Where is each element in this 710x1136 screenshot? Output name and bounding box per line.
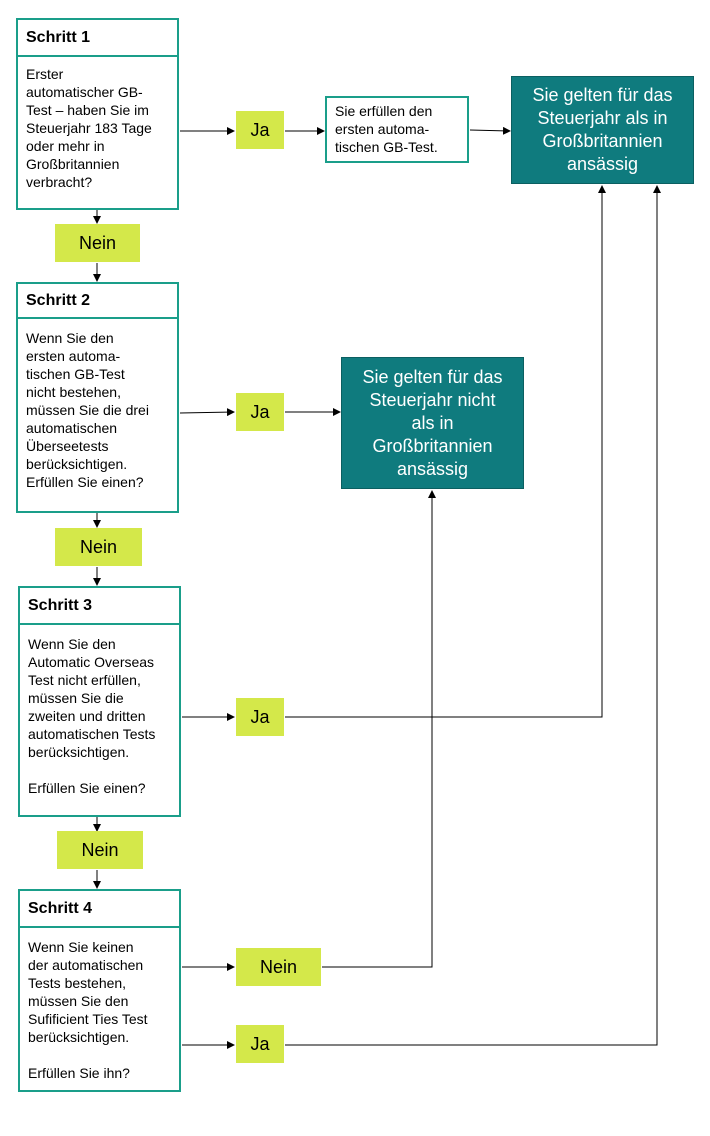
- step-2-title: Schritt 2: [18, 284, 177, 319]
- result-non-resident: Sie gelten für das Steuerjahr nicht als …: [341, 357, 524, 489]
- step-2-box: Schritt 2 Wenn Sie den ersten automa- ti…: [16, 282, 179, 513]
- step-3-title: Schritt 3: [20, 588, 179, 625]
- step-4-title: Schritt 4: [20, 891, 179, 928]
- arrow-step2-ja: [179, 408, 235, 417]
- step-1-text: Erster automatischer GB- Test – haben Si…: [26, 66, 152, 190]
- arrow-step4-ja-resident: [285, 185, 661, 1046]
- nein-label-step2: Nein: [55, 528, 142, 566]
- nein-label-step4: Nein: [236, 948, 321, 986]
- ja-label-step4: Ja: [236, 1025, 284, 1063]
- ja-label-step3: Ja: [236, 698, 284, 736]
- arrow-step4-nein-nonresident: [322, 490, 436, 968]
- step-1-title: Schritt 1: [18, 20, 177, 57]
- ja-label-step2: Ja: [236, 393, 284, 431]
- arrow-step3-ja-resident: [285, 185, 606, 718]
- step-3-text: Wenn Sie den Automatic Overseas Test nic…: [28, 636, 156, 796]
- step-4-text: Wenn Sie keinen der automatischen Tests …: [28, 939, 148, 1081]
- arrow-note-resident: [469, 126, 511, 135]
- note-first-uk-test-passed: Sie erfüllen den ersten automa- tischen …: [325, 96, 469, 163]
- step-3-box: Schritt 3 Wenn Sie den Automatic Oversea…: [18, 586, 181, 817]
- result-resident: Sie gelten für das Steuerjahr als in Gro…: [511, 76, 694, 184]
- ja-label-step1: Ja: [236, 111, 284, 149]
- step-4-box: Schritt 4 Wenn Sie keinen der automatisc…: [18, 889, 181, 1092]
- step-2-text: Wenn Sie den ersten automa- tischen GB-T…: [26, 330, 149, 490]
- nein-label-step3: Nein: [57, 831, 143, 869]
- step-1-box: Schritt 1 Erster automatischer GB- Test …: [16, 18, 179, 210]
- nein-label-step1: Nein: [55, 224, 140, 262]
